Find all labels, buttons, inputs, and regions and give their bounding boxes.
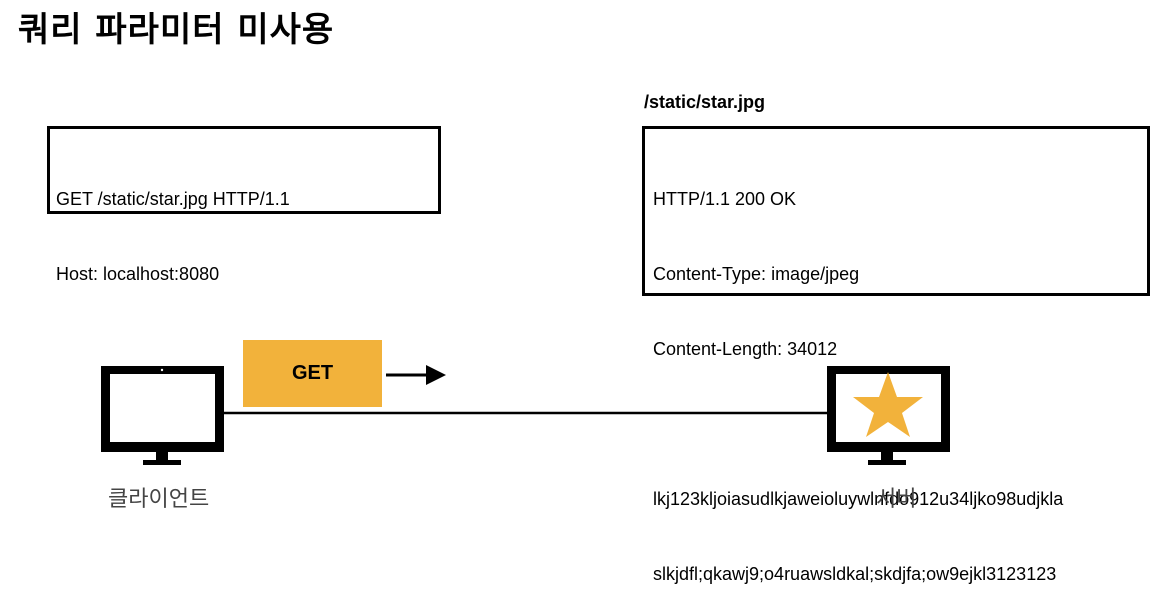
response-content-length: Content-Length: 34012 <box>653 339 838 359</box>
response-body-line-2: slkjdfl;qkawj9;o4ruawsldkal;skdjfa;ow9ej… <box>653 564 1057 584</box>
response-path-label: /static/star.jpg <box>644 92 766 112</box>
star-icon <box>853 372 923 437</box>
request-line-1: GET /static/star.jpg HTTP/1.1 <box>56 189 290 209</box>
request-line-2: Host: localhost:8080 <box>56 264 220 284</box>
monitor-star-icon <box>827 366 950 465</box>
method-tag: GET <box>243 340 382 407</box>
response-status-line: HTTP/1.1 200 OK <box>653 189 797 209</box>
client-label: 클라이언트 <box>108 487 210 512</box>
request-message-box: GET /static/star.jpg HTTP/1.1 Host: loca… <box>47 126 441 284</box>
response-content-type: Content-Type: image/jpeg <box>653 264 860 284</box>
diagram-graphics <box>101 365 950 465</box>
page-title: 쿼리 파라미터 미사용 <box>18 10 335 50</box>
server-label: 서버 <box>876 487 917 512</box>
monitor-icon <box>101 366 224 465</box>
request-arrow-icon <box>386 365 446 385</box>
response-body-line-1: lkj123kljoiasudlkjaweioluywlnfdo912u34lj… <box>653 489 1064 509</box>
